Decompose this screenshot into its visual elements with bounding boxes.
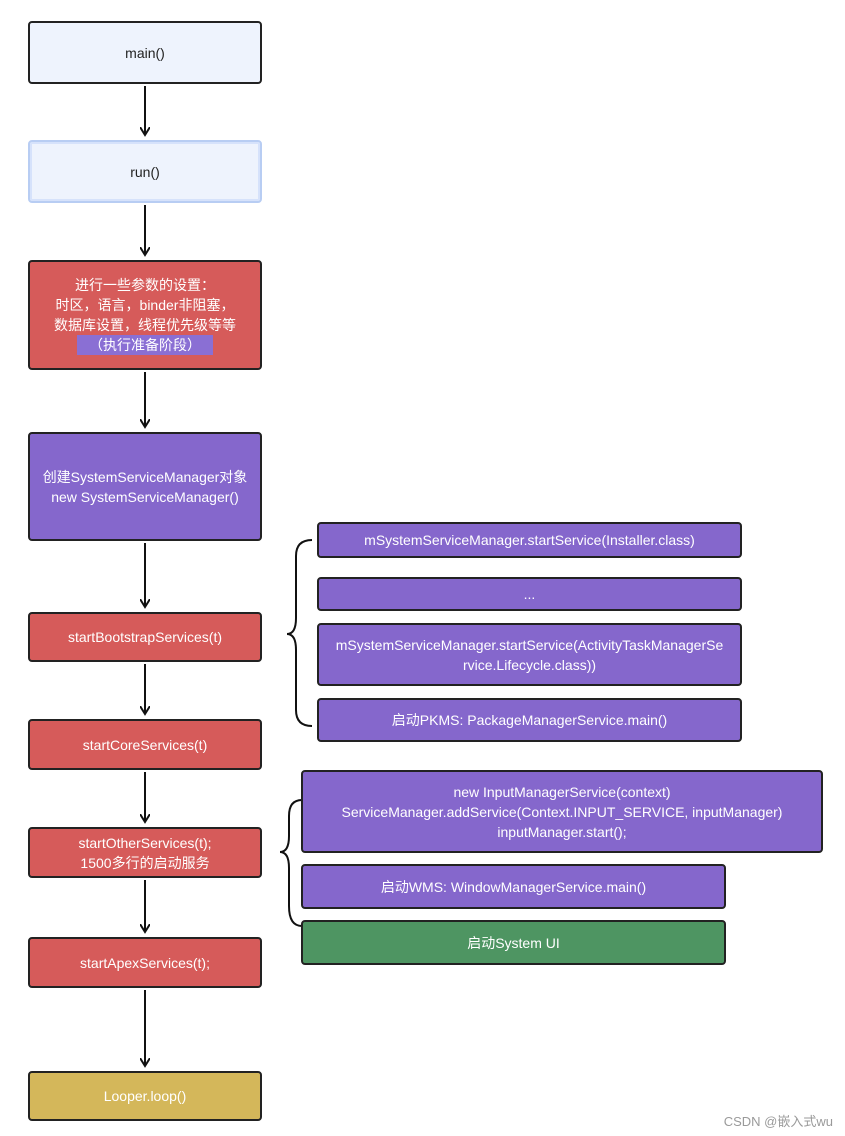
other-line-2: 1500多行的启动服务	[80, 854, 210, 871]
looper-label: Looper.loop()	[103, 1088, 187, 1104]
wms-label: 启动WMS: WindowManagerService.main()	[380, 878, 647, 895]
ellipsis-node: ...	[317, 577, 742, 611]
other-line-1: startOtherServices(t);	[78, 834, 212, 851]
prep-line-2: 时区，语言，binder非阻塞，	[55, 297, 235, 313]
run-node: run()	[28, 140, 262, 203]
pkms-node: 启动PKMS: PackageManagerService.main()	[317, 698, 742, 742]
systemui-node: 启动System UI	[301, 920, 726, 965]
bootstrap-label: startBootstrapServices(t)	[67, 629, 223, 645]
main-label: main()	[125, 44, 165, 61]
prep-node: 进行一些参数的设置： 时区，语言，binder非阻塞， 数据库设置，线程优先级等…	[28, 260, 262, 370]
ims-node: new InputManagerService(context) Service…	[301, 770, 823, 853]
brace-bootstrap	[286, 539, 313, 727]
bootstrap-node: startBootstrapServices(t)	[28, 612, 262, 662]
watermark: CSDN @嵌入式wu	[723, 1114, 833, 1129]
pkms-label: 启动PKMS: PackageManagerService.main()	[391, 712, 668, 728]
prep-line-3: 数据库设置，线程优先级等等	[54, 317, 236, 333]
atms-line-2: rvice.Lifecycle.class))	[462, 656, 597, 673]
main-node: main()	[28, 21, 262, 84]
create-line-2: new SystemServiceManager()	[51, 488, 239, 505]
run-label: run()	[130, 163, 160, 180]
apex-node: startApexServices(t);	[28, 937, 262, 988]
ellipsis-label: ...	[523, 586, 536, 602]
wms-node: 启动WMS: WindowManagerService.main()	[301, 864, 726, 909]
installer-label: mSystemServiceManager.startService(Insta…	[364, 532, 695, 548]
ims-line-2: ServiceManager.addService(Context.INPUT_…	[341, 803, 783, 820]
other-node: startOtherServices(t); 1500多行的启动服务	[28, 827, 262, 878]
apex-label: startApexServices(t);	[80, 954, 210, 971]
systemui-label: 启动System UI	[467, 934, 560, 951]
atms-line-1: mSystemServiceManager.startService(Activ…	[335, 636, 724, 653]
brace-other	[279, 799, 303, 927]
installer-node: mSystemServiceManager.startService(Insta…	[317, 522, 742, 558]
ims-line-3: inputManager.start();	[497, 823, 627, 840]
core-node: startCoreServices(t)	[28, 719, 262, 770]
core-label: startCoreServices(t)	[82, 736, 208, 753]
prep-line-1: 进行一些参数的设置：	[75, 277, 215, 293]
looper-node: Looper.loop()	[28, 1071, 262, 1121]
create-line-1: 创建SystemServiceManager对象	[42, 468, 248, 485]
create-manager-node: 创建SystemServiceManager对象 new SystemServi…	[28, 432, 262, 541]
atms-node: mSystemServiceManager.startService(Activ…	[317, 623, 742, 686]
prep-line-4-highlight: （执行准备阶段）	[77, 335, 213, 355]
ims-line-1: new InputManagerService(context)	[453, 783, 671, 800]
